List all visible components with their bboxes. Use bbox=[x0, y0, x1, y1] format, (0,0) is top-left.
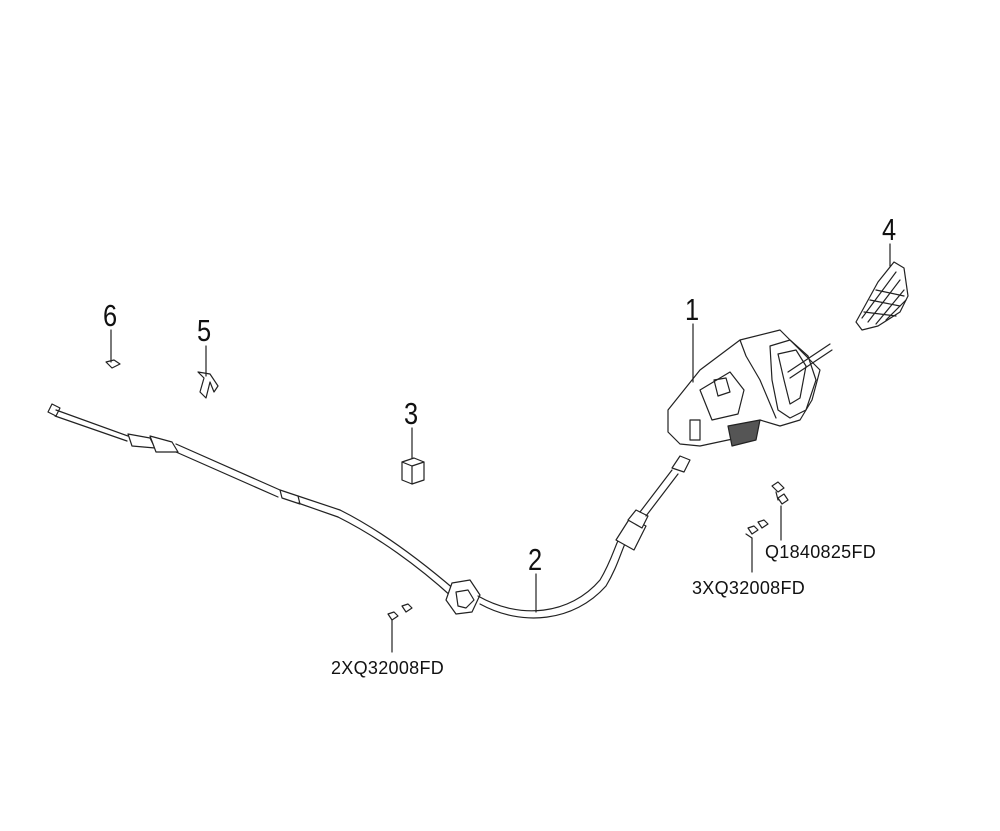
callout-3: 3 bbox=[404, 396, 419, 431]
small-clip bbox=[105, 359, 121, 369]
callout-2: 2 bbox=[528, 542, 543, 577]
part-code-nuts-bottom: 2XQ32008FD bbox=[331, 658, 445, 678]
nut-group-right bbox=[745, 519, 769, 539]
shifter-assembly bbox=[667, 329, 833, 447]
bolt bbox=[771, 481, 789, 505]
leader-lines bbox=[110, 243, 891, 653]
clip bbox=[197, 371, 219, 399]
callout-1: 1 bbox=[685, 292, 700, 327]
nut-group-bottom bbox=[387, 603, 413, 621]
shift-knob bbox=[855, 261, 909, 331]
part-code-bolt: Q1840825FD bbox=[765, 542, 877, 562]
shift-cable bbox=[47, 403, 691, 619]
callout-4: 4 bbox=[882, 212, 897, 247]
bushing bbox=[401, 457, 425, 485]
part-code-nuts-right: 3XQ32008FD bbox=[692, 578, 806, 598]
callout-5: 5 bbox=[197, 313, 212, 348]
callout-6: 6 bbox=[103, 298, 118, 333]
